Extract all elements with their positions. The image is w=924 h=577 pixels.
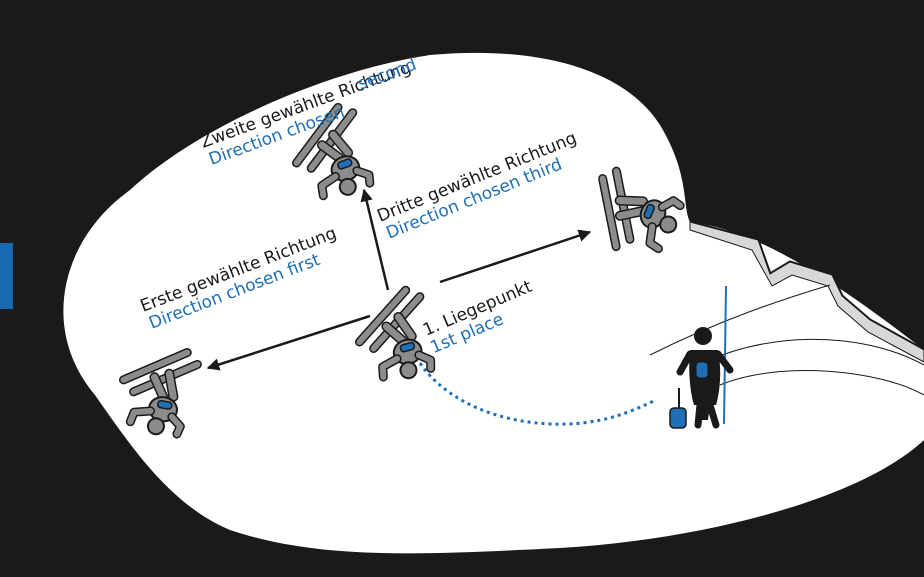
cornice-face: [689, 221, 924, 363]
slope-contour: [649, 284, 831, 356]
snow-field: [63, 52, 924, 554]
side-tab-marker: [0, 243, 13, 309]
arrow-first-direction: [206, 314, 371, 371]
arrow-third-direction: [439, 229, 592, 284]
search-path-dotted: [406, 337, 657, 426]
arrow-second-direction: [360, 188, 390, 291]
backpack-icon: [669, 388, 687, 429]
slope-contour: [719, 370, 924, 396]
rescuer-with-probe-icon: [676, 285, 734, 429]
